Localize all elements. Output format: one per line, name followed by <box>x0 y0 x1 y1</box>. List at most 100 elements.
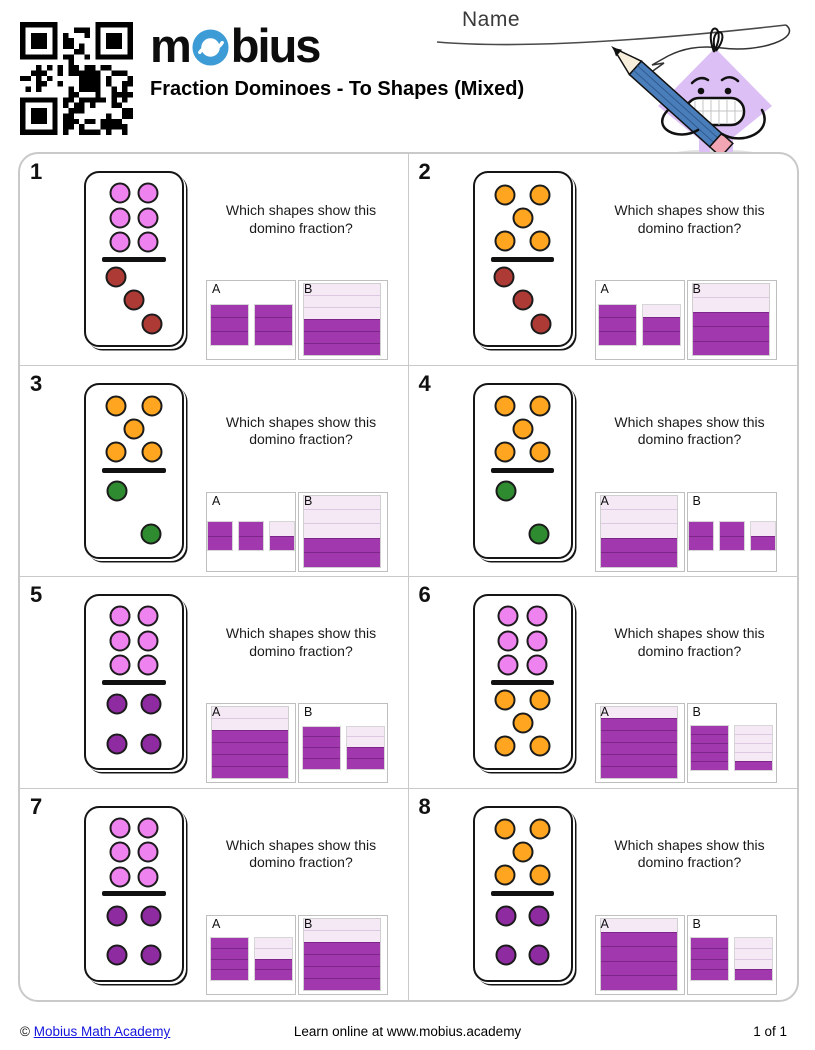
logo-o-icon <box>192 29 229 66</box>
question-text: Which shapes show this domino fraction? <box>225 413 377 448</box>
domino-divider <box>102 256 166 262</box>
domino-dot <box>495 905 517 927</box>
answer-option-a[interactable]: A <box>594 280 685 360</box>
domino-divider <box>490 256 555 262</box>
answer-option-a[interactable]: A <box>206 914 296 995</box>
domino-top-half <box>92 393 176 467</box>
option-label: B <box>304 493 313 508</box>
domino <box>84 382 184 559</box>
answer-option-b[interactable]: B <box>686 703 777 783</box>
domino-dot <box>529 735 551 757</box>
domino-dot <box>109 817 131 839</box>
domino-dot <box>494 441 516 463</box>
fraction-diagram <box>599 494 678 568</box>
domino-dot <box>141 313 163 335</box>
option-label: B <box>692 493 701 508</box>
question-text: Which shapes show this domino fraction? <box>614 625 765 659</box>
domino-dot <box>528 523 550 545</box>
domino-dot <box>494 395 516 417</box>
domino-dot <box>137 817 159 839</box>
footer-copyright: © Mobius Math Academy <box>20 1024 170 1039</box>
domino-top-half <box>92 604 176 678</box>
footer: © Mobius Math Academy Learn online at ww… <box>0 1024 815 1044</box>
answer-option-b[interactable]: B <box>686 491 777 572</box>
answer-option-b[interactable]: B <box>298 703 388 783</box>
domino-dot <box>109 654 131 676</box>
domino-dot <box>137 866 159 887</box>
answer-option-a[interactable]: A <box>206 703 296 783</box>
domino-dot <box>140 733 162 755</box>
domino-dot <box>109 231 131 253</box>
domino <box>84 171 184 347</box>
domino-bottom-half <box>92 264 176 338</box>
domino-dot <box>109 207 131 229</box>
domino <box>472 805 573 982</box>
problem-number: 1 <box>30 159 43 184</box>
domino-dot <box>137 231 159 253</box>
option-label: B <box>692 916 701 931</box>
domino-dot <box>141 441 163 463</box>
domino-dot <box>497 654 519 676</box>
answer-option-a[interactable]: A <box>594 914 685 995</box>
answer-option-a[interactable]: A <box>206 280 296 360</box>
domino-top-half <box>481 816 565 890</box>
answer-option-b[interactable]: B <box>686 280 777 360</box>
domino-dot <box>140 944 162 966</box>
answer-option-b[interactable]: B <box>298 280 388 360</box>
option-label: A <box>212 705 221 719</box>
answer-option-a[interactable]: A <box>594 491 685 572</box>
domino-dot <box>106 693 128 715</box>
fraction-diagram <box>688 704 776 782</box>
domino <box>84 805 184 982</box>
domino-divider <box>102 679 166 685</box>
domino-dot <box>123 418 145 440</box>
fraction-diagram <box>599 917 678 991</box>
problem-number: 4 <box>418 370 431 396</box>
question-text: Which shapes show this domino fraction? <box>225 836 377 871</box>
domino-dot <box>529 441 551 463</box>
answer-option-b[interactable]: B <box>298 914 388 995</box>
answer-option-b[interactable]: B <box>686 914 777 995</box>
domino-dot <box>494 818 516 840</box>
fraction-bar <box>749 521 776 551</box>
mobius-academy-link[interactable]: Mobius Math Academy <box>33 1024 171 1039</box>
domino-dot <box>109 605 131 627</box>
fraction-diagram <box>691 283 770 356</box>
answer-option-a[interactable]: A <box>594 703 685 783</box>
domino-dot <box>526 630 548 652</box>
domino-dot <box>494 184 516 206</box>
domino-dot <box>137 841 159 863</box>
problem-number: 8 <box>418 793 431 819</box>
fraction-bar <box>734 937 773 981</box>
domino-dot <box>529 689 551 711</box>
footer-page-number: 1 of 1 <box>753 1024 787 1039</box>
fraction-bar <box>269 521 295 551</box>
domino-dot <box>137 605 159 627</box>
domino-dot <box>106 480 128 502</box>
answer-option-b[interactable]: B <box>298 491 388 572</box>
domino-dot <box>123 289 145 311</box>
domino-dot <box>495 944 517 966</box>
answer-option-a[interactable]: A <box>206 491 296 572</box>
question-text: Which shapes show this domino fraction? <box>614 836 765 871</box>
domino-dot <box>495 480 517 502</box>
domino-dot <box>512 841 533 863</box>
domino-dot <box>105 395 127 417</box>
domino-dot <box>493 266 515 288</box>
logo-text-post: bius <box>230 19 322 72</box>
problem-number: 5 <box>30 582 43 607</box>
option-label: A <box>212 916 221 931</box>
option-label: A <box>600 493 609 508</box>
domino-top-half <box>481 393 565 467</box>
logo-block: m bius Fraction Dominoes - To Shapes (Mi… <box>150 22 524 101</box>
domino-dot <box>528 905 550 927</box>
domino-dot <box>530 313 552 335</box>
